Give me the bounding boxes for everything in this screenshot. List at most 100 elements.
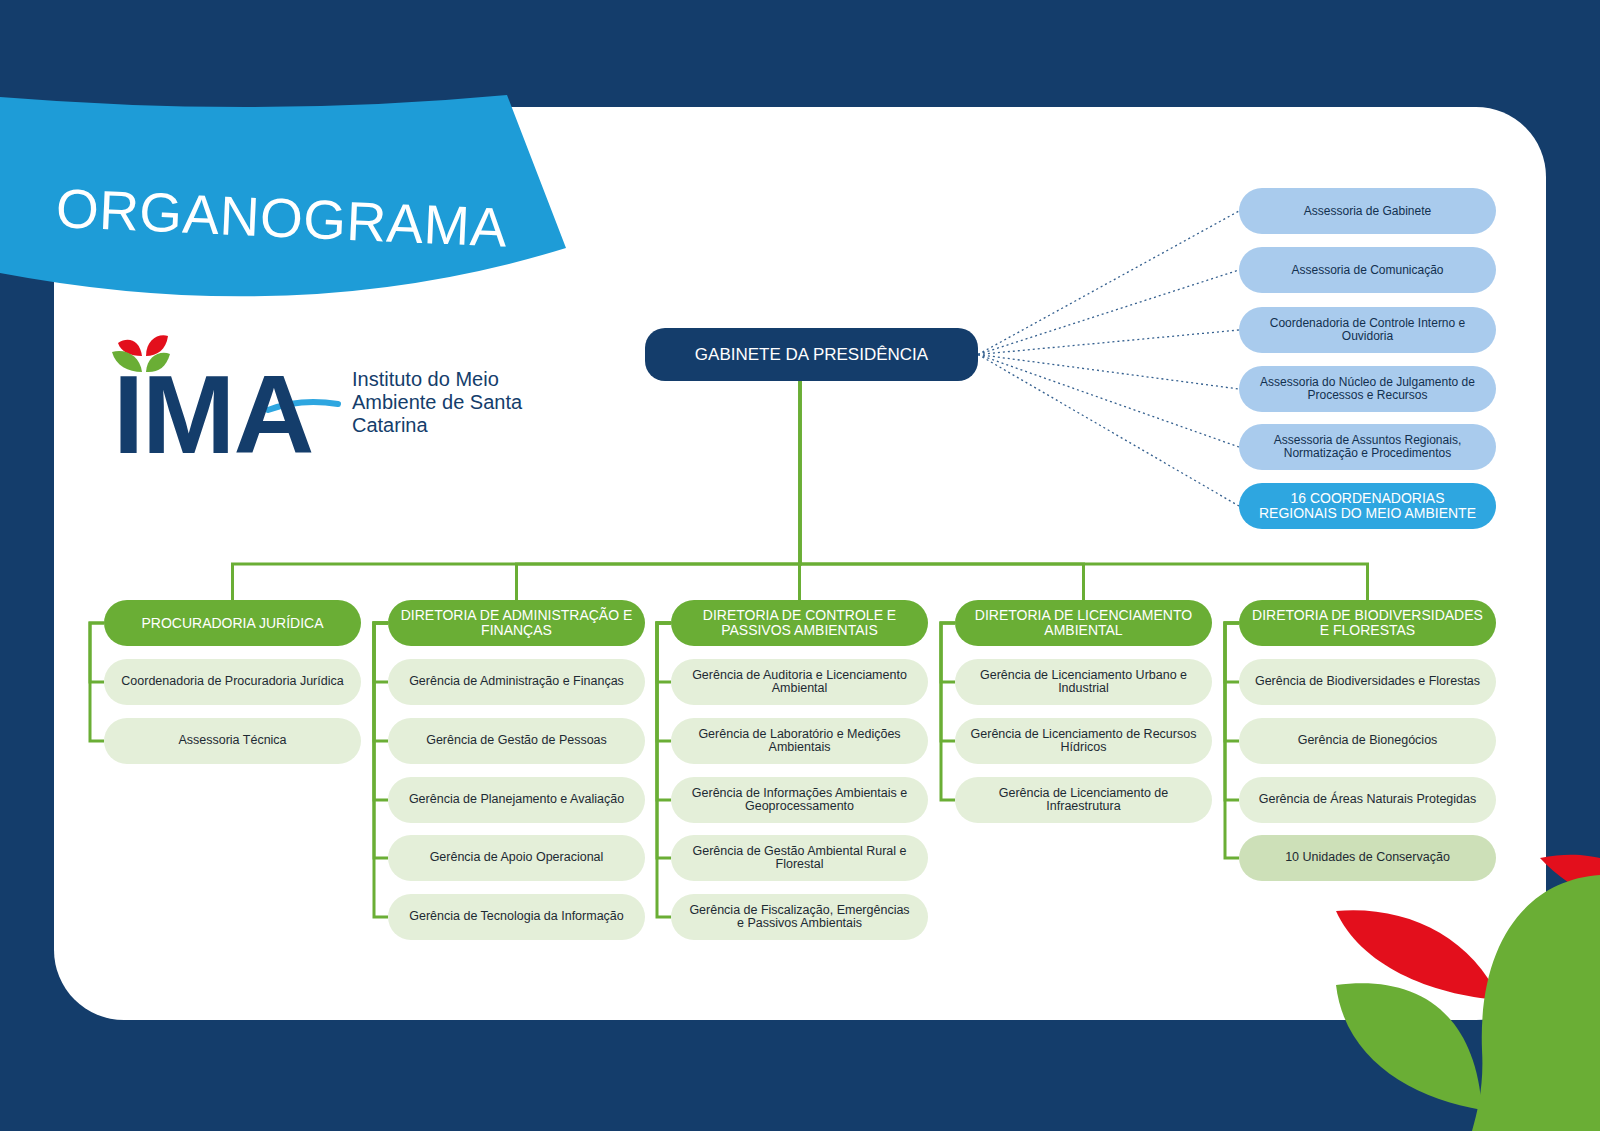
regional-box: 16 COORDENADORIAS REGIONAIS DO MEIO AMBI… [1239,483,1496,529]
node-text: PROCURADORIA JURÍDICA [141,616,323,631]
management-box: Gerência de Licenciamento Urbano e Indus… [955,659,1212,705]
corner-leaves [1336,855,1600,1131]
org-link [941,623,955,682]
management-box: Gerência de Bionegócios [1239,718,1496,764]
node-text: Gerência de Informações Ambientais e Geo… [685,787,914,813]
node-text: Gerência de Administração e Finanças [409,675,624,688]
org-link [1225,623,1239,858]
node-text: Assessoria de Gabinete [1304,205,1431,218]
management-box: Gerência de Gestão de Pessoas [388,718,645,764]
org-link [374,623,388,858]
directorate-box: DIRETORIA DE CONTROLE E PASSIVOS AMBIENT… [671,600,928,646]
node-text: Assessoria de Comunicação [1291,264,1443,277]
node-text: Assessoria do Núcleo de Julgamento de Pr… [1253,376,1482,401]
directorate-box: DIRETORIA DE ADMINISTRAÇÃO E FINANÇAS [388,600,645,646]
org-link [657,623,671,917]
node-text: Gerência de Auditoria e Licenciamento Am… [685,669,914,695]
title: ORGANOGRAMA [55,176,509,260]
node-text: 16 COORDENADORIAS REGIONAIS DO MEIO AMBI… [1251,491,1484,520]
node-text: Gerência de Bionegócios [1298,734,1438,747]
advisory-box: Assessoria de Gabinete [1239,188,1496,234]
advisory-box: Assessoria de Assuntos Regionais, Normat… [1239,424,1496,470]
node-text: DIRETORIA DE CONTROLE E PASSIVOS AMBIENT… [683,608,916,637]
node-text: Gerência de Licenciamento de Infraestrut… [969,787,1198,813]
management-box: Gerência de Licenciamento de Infraestrut… [955,777,1212,823]
management-box: Gerência de Áreas Naturais Protegidas [1239,777,1496,823]
node-text: DIRETORIA DE LICENCIAMENTO AMBIENTAL [967,608,1200,637]
org-link [374,623,388,917]
management-box: Gerência de Auditoria e Licenciamento Am… [671,659,928,705]
management-box: Gerência de Apoio Operacional [388,835,645,881]
node-text: Gerência de Biodiversidades e Florestas [1255,675,1480,688]
leaf-green [1336,983,1482,1110]
org-link [374,623,388,682]
unit-box: 10 Unidades de Conservação [1239,835,1496,881]
org-link [1225,623,1239,741]
leaf-green [1472,875,1600,1131]
management-box: Gerência de Planejamento e Avaliação [388,777,645,823]
dotted-link [978,330,1239,355]
org-link [941,623,955,800]
white-panel [54,107,1546,1020]
node-text: DIRETORIA DE ADMINISTRAÇÃO E FINANÇAS [400,608,633,637]
management-box: Gerência de Laboratório e Medições Ambie… [671,718,928,764]
management-box: Gerência de Informações Ambientais e Geo… [671,777,928,823]
node-text: Gerência de Gestão de Pessoas [426,734,607,747]
management-box: Assessoria Técnica [104,718,361,764]
node-text: Assessoria de Assuntos Regionais, Normat… [1253,434,1482,459]
dotted-link [978,355,1239,390]
org-link [90,623,104,741]
dotted-link [978,355,1239,507]
node-text: Gerência de Fiscalização, Emergências e … [685,904,914,930]
node-text: Assessoria Técnica [178,734,286,747]
management-box: Gerência de Licenciamento de Recursos Hí… [955,718,1212,764]
org-link [90,623,104,682]
node-text: Coordenadoria de Controle Interno e Ouvi… [1253,317,1482,342]
institute-name: Instituto do Meio Ambiente de Santa Cata… [352,368,530,437]
node-text: Gerência de Apoio Operacional [430,851,604,864]
org-link [657,623,671,800]
management-box: Gerência de Biodiversidades e Florestas [1239,659,1496,705]
node-text: GABINETE DA PRESIDÊNCIA [695,346,928,364]
org-link [1225,623,1239,682]
dotted-link [978,355,1239,448]
directorate-box: DIRETORIA DE LICENCIAMENTO AMBIENTAL [955,600,1212,646]
org-link [657,623,671,741]
org-link [374,623,388,800]
advisory-box: Assessoria de Comunicação [1239,247,1496,293]
node-text: Gerência de Áreas Naturais Protegidas [1259,793,1476,806]
org-link [517,381,801,600]
node-text: Coordenadoria de Procuradoria Jurídica [121,675,343,688]
dotted-link [978,270,1239,355]
node-text: Gerência de Laboratório e Medições Ambie… [685,728,914,754]
logo-wordmark: IMA [113,359,312,471]
directorate-box: DIRETORIA DE BIODIVERSIDADES E FLORESTAS [1239,600,1496,646]
node-text: Gerência de Licenciamento de Recursos Hí… [969,728,1198,754]
management-box: Gerência de Tecnologia da Informação [388,894,645,940]
org-link [800,381,1084,600]
org-link [657,623,671,858]
presidency-box: GABINETE DA PRESIDÊNCIA [645,328,978,381]
advisory-box: Coordenadoria de Controle Interno e Ouvi… [1239,307,1496,353]
org-link [233,381,801,600]
management-box: Gerência de Administração e Finanças [388,659,645,705]
org-link [1225,623,1239,800]
node-text: DIRETORIA DE BIODIVERSIDADES E FLORESTAS [1251,608,1484,637]
org-link [941,623,955,741]
org-link [374,623,388,741]
node-text: Gerência de Planejamento e Avaliação [409,793,624,806]
node-text: Gerência de Licenciamento Urbano e Indus… [969,669,1198,695]
directorate-box: PROCURADORIA JURÍDICA [104,600,361,646]
dotted-link [978,211,1239,355]
org-link [657,623,671,682]
advisory-box: Assessoria do Núcleo de Julgamento de Pr… [1239,366,1496,412]
node-text: Gerência de Tecnologia da Informação [409,910,624,923]
management-box: Gerência de Fiscalização, Emergências e … [671,894,928,940]
title-banner [0,95,566,296]
management-box: Gerência de Gestão Ambiental Rural e Flo… [671,835,928,881]
node-text: 10 Unidades de Conservação [1285,851,1450,864]
node-text: Gerência de Gestão Ambiental Rural e Flo… [685,845,914,871]
